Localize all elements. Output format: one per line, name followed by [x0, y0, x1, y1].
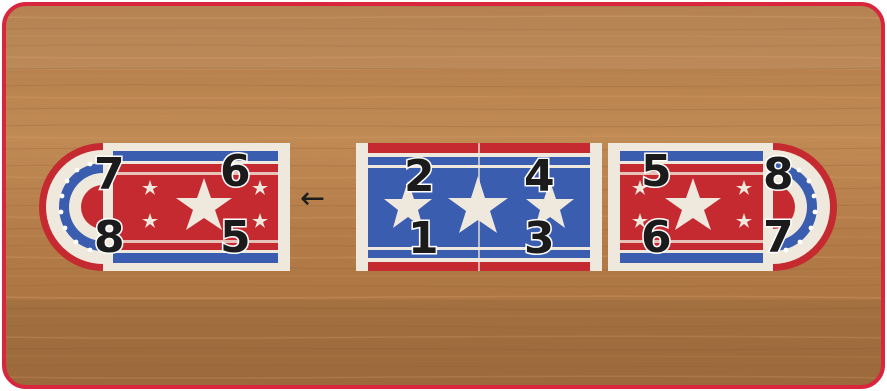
center-quilt-piece: [356, 143, 602, 271]
right-piece-label-top-right: 8: [763, 153, 794, 197]
right-piece-label-bottom-left: 6: [641, 216, 672, 260]
center-piece-label-top-right: 4: [524, 155, 555, 199]
arrow-left-icon: ←: [300, 184, 325, 214]
left-piece-label-bottom-left: 8: [94, 216, 125, 260]
right-piece-label-top-left: 5: [641, 150, 672, 194]
left-quilt-piece: [39, 143, 290, 271]
left-piece-label-top-left: 7: [94, 153, 125, 197]
left-piece-label-bottom-right: 5: [220, 216, 251, 260]
center-piece-label-bottom-left: 1: [408, 217, 439, 261]
right-piece-label-bottom-right: 7: [763, 216, 794, 260]
center-piece-label-bottom-right: 3: [524, 217, 555, 261]
left-piece-label-top-right: 6: [220, 150, 251, 194]
center-piece-label-top-left: 2: [404, 155, 435, 199]
